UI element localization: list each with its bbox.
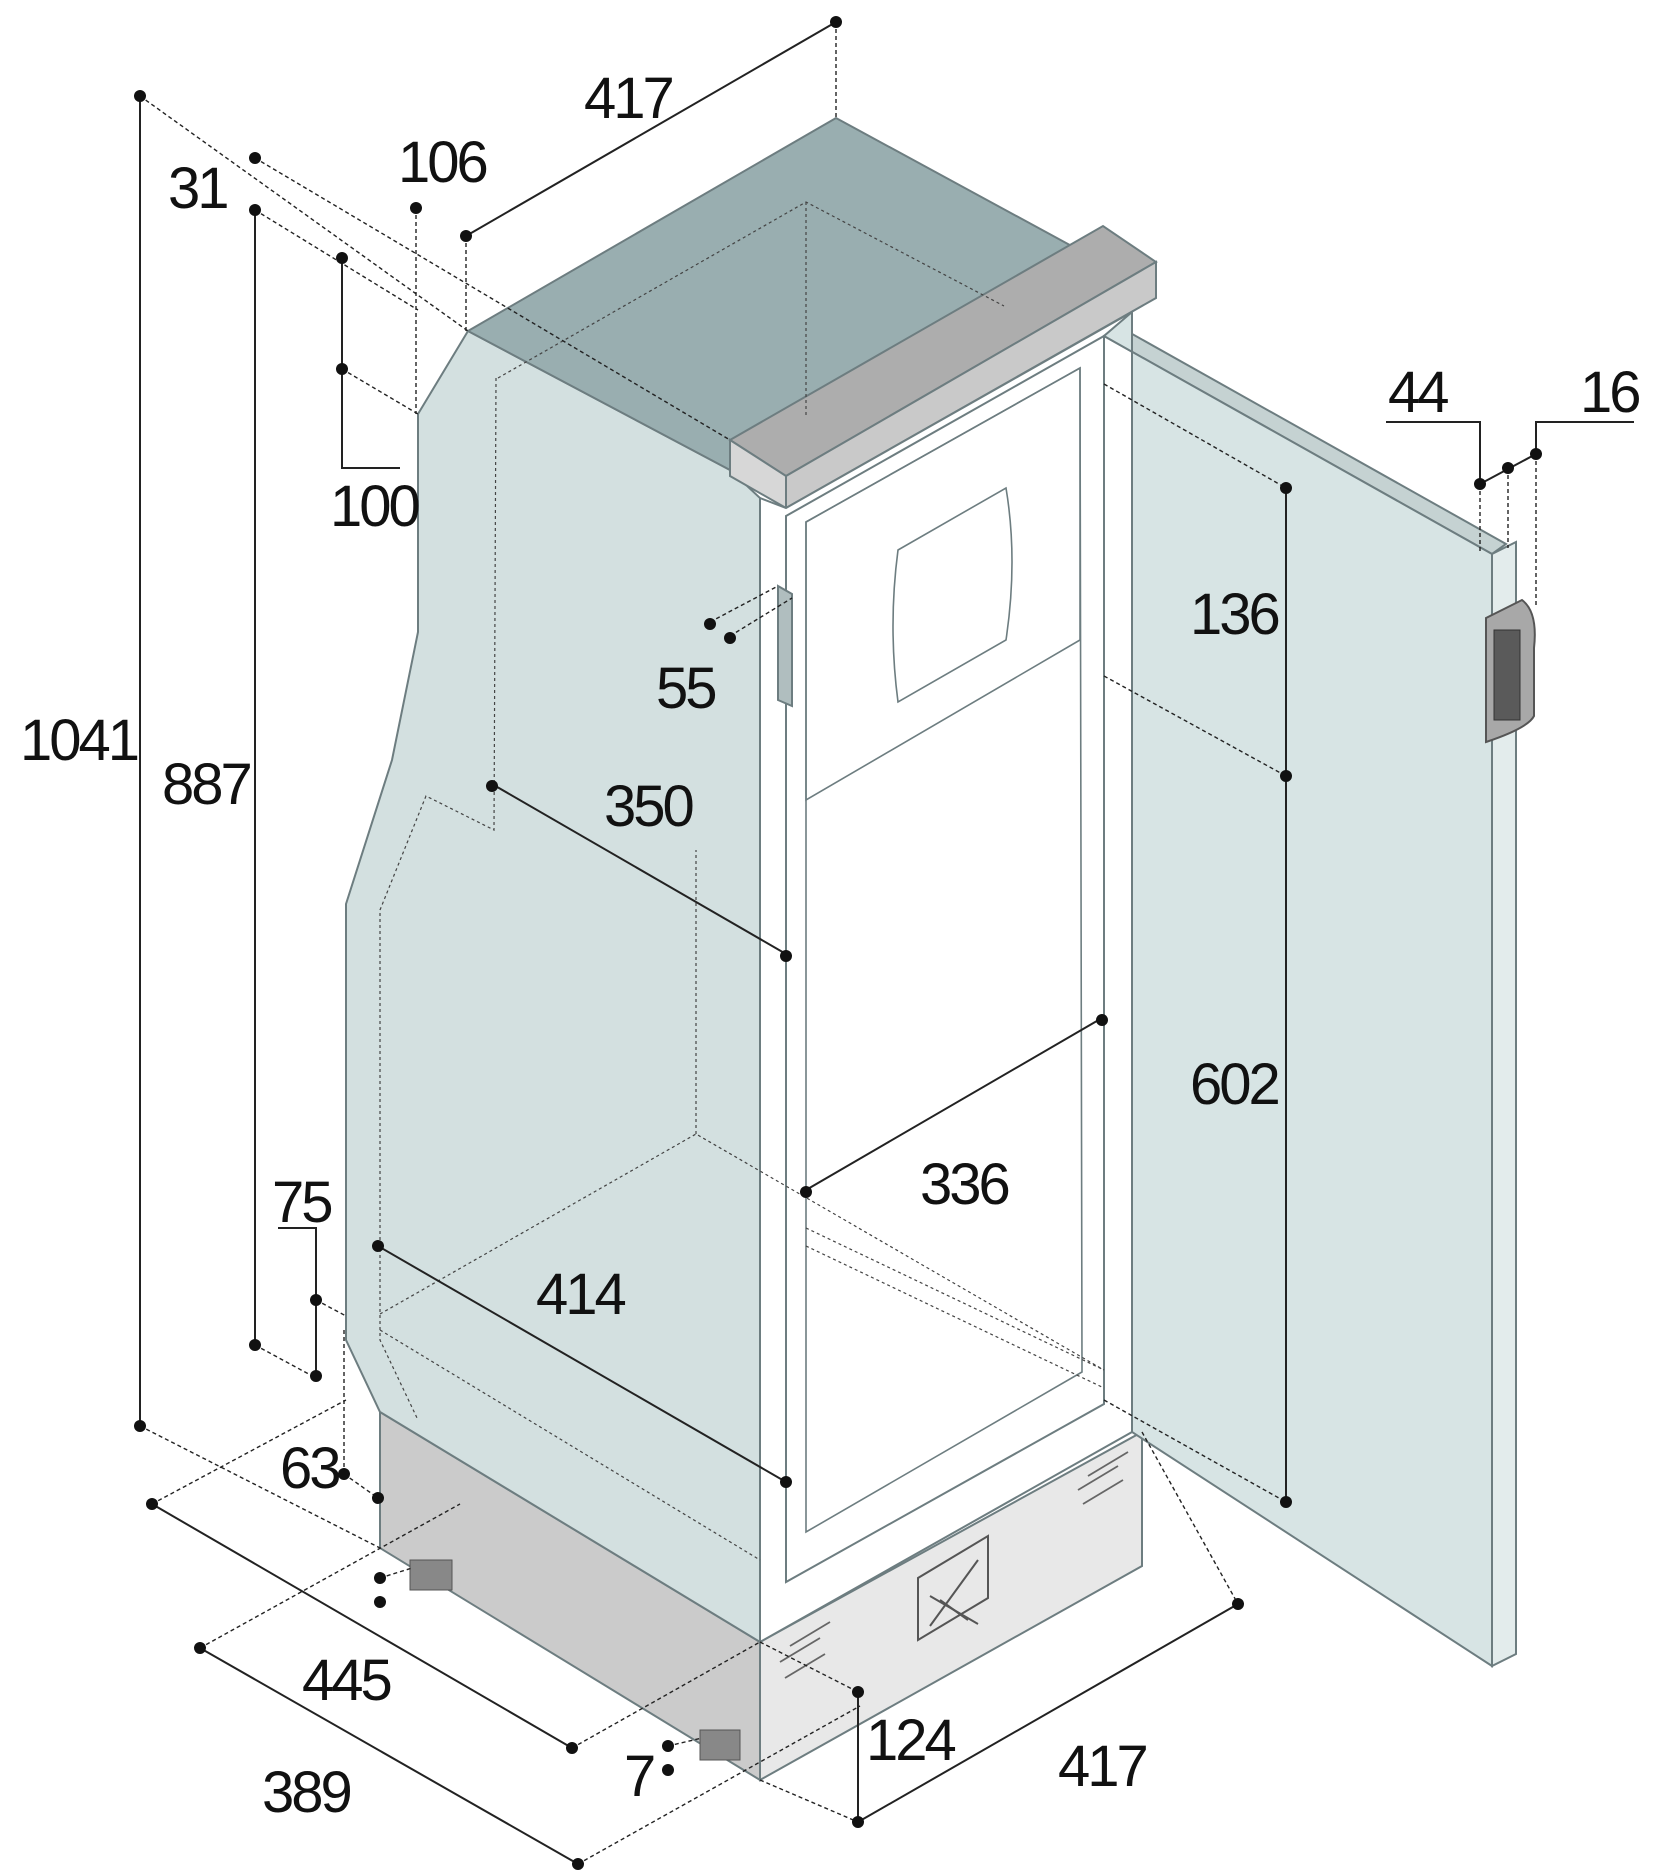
foot-left [409,1559,453,1591]
dimension-lines [139,21,1634,1865]
dim-31: 31 [168,156,227,221]
cabinet-left-side [345,329,761,1644]
cabinet-latch [777,584,793,708]
dimension-dots [134,16,1542,1870]
door-panel [1102,309,1493,1668]
dim-414: 414 [536,1262,626,1327]
dim-16: 16 [1580,360,1639,425]
dim-417-top: 417 [584,66,673,131]
dim-106: 106 [398,130,487,195]
dim-417-bottom: 417 [1058,1734,1147,1799]
dim-75: 75 [272,1170,331,1235]
dim-136: 136 [1190,582,1279,647]
shelf-line [805,1227,1105,1371]
cabinet-opening [785,334,1105,1584]
dim-124: 124 [866,1708,956,1773]
dim-55: 55 [656,656,715,721]
dim-44: 44 [1388,360,1448,425]
vent-slots [779,1451,1129,1679]
hidden-outlines [379,201,1105,1561]
dim-602: 602 [1190,1052,1279,1117]
lid-rail-side [785,260,1157,510]
dim-336: 336 [920,1152,1009,1217]
dim-887: 887 [162,752,251,817]
dim-7: 7 [624,1744,654,1809]
dim-389: 389 [262,1760,351,1825]
dim-1041: 1041 [20,708,138,773]
crisper-line [805,1245,1105,1389]
dim-445: 445 [302,1648,391,1713]
dim-350: 350 [604,774,693,839]
dim-100: 100 [330,474,419,539]
foot-front [699,1729,741,1761]
door-handle-icon [1485,598,1536,744]
dim-63: 63 [280,1436,339,1501]
vent-grille [917,1534,989,1642]
freezer-compartment [805,366,1081,802]
